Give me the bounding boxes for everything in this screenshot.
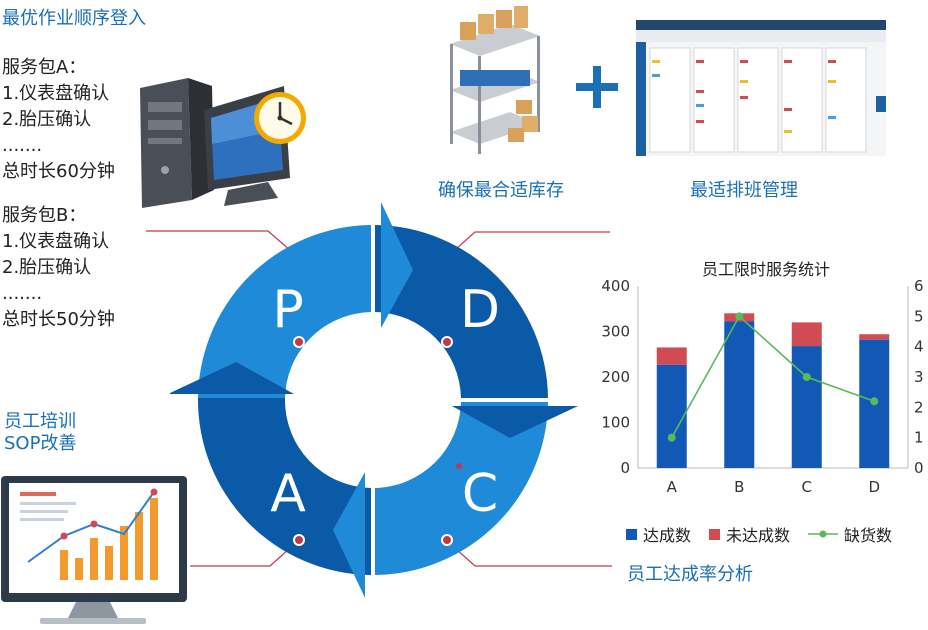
y2-tick-label: 6 [914, 277, 924, 295]
arrow-d-to-c [452, 406, 578, 438]
c-quadrant [375, 402, 548, 575]
shortage-point [735, 312, 744, 321]
legend-swatch-missed [709, 528, 721, 540]
package-a-line: 总时长60分钟 [2, 161, 115, 182]
package-b-line: 2.胎压确认 [2, 257, 92, 278]
pdca-cycle [170, 202, 578, 598]
arrow-p-to-d [381, 202, 413, 328]
legend-label-shortage: 缺货数 [844, 526, 893, 545]
inventory-shelf-icon [450, 6, 540, 154]
connector-dot-p [293, 336, 305, 348]
y2-tick-label: 4 [914, 338, 924, 356]
y-tick-label: 0 [620, 459, 630, 477]
connector-dot-c [441, 534, 453, 546]
package-a-line: 2.胎压确认 [2, 109, 92, 130]
arrow-a-to-p [170, 362, 294, 394]
schedule-board-icon [636, 20, 886, 156]
package-b-line: ....... [2, 283, 43, 304]
service-package-a: 服务包A： 1.仪表盘确认 2.胎压确认 ....... 总时长60分钟 [2, 55, 115, 185]
package-b-line: 总时长50分钟 [2, 309, 115, 330]
y2-tick-label: 1 [914, 429, 924, 447]
phase-d: D [459, 280, 501, 340]
connector-dot-center [456, 463, 462, 469]
shortage-point [667, 433, 676, 442]
legend-label-missed: 未达成数 [726, 526, 791, 545]
connector-dot-d [441, 336, 453, 348]
phase-p: P [272, 280, 304, 340]
bar-achieved [791, 346, 822, 468]
package-a-line: ....... [2, 135, 43, 156]
x-tick-label: A [667, 478, 678, 496]
arrow-c-to-a [333, 472, 365, 598]
shortage-point [870, 397, 879, 406]
x-tick-label: C [802, 478, 812, 496]
y-tick-label: 100 [601, 414, 630, 432]
inventory-caption: 确保最合适库存 [438, 180, 564, 201]
d-quadrant [375, 225, 548, 398]
y2-tick-label: 0 [914, 459, 924, 477]
chart-legend: 达成数 未达成数 缺货数 [626, 522, 892, 546]
training-caption: 员工培训 SOP改善 [4, 411, 76, 455]
legend-label-achieved: 达成数 [643, 526, 692, 545]
legend-swatch-achieved [626, 528, 637, 540]
shortage-point [802, 373, 811, 381]
bar-missed [791, 322, 822, 347]
package-b-line: 服务包B： [2, 205, 87, 226]
phase-a: A [270, 464, 306, 524]
y-tick-label: 300 [601, 323, 630, 341]
sequence-title: 最优作业顺序登入 [2, 8, 146, 29]
y2-tick-label: 5 [914, 307, 924, 325]
growth-monitor-icon [1, 476, 187, 624]
phase-c: C [461, 464, 499, 524]
bar-missed [859, 334, 890, 340]
package-a-line: 服务包A： [2, 57, 87, 78]
y2-tick-label: 3 [914, 368, 924, 386]
bar-missed [656, 347, 687, 365]
x-tick-label: B [734, 478, 744, 496]
plus-icon [576, 66, 618, 108]
shortage-line [671, 315, 875, 439]
legend-swatch-shortage [808, 530, 839, 538]
chart-canvas: 0 100 200 300 400 0 1 2 3 4 5 6A B C D [601, 277, 924, 496]
connector-dot-a [293, 534, 305, 546]
chart-title: 员工限时服务统计 [701, 260, 830, 279]
y2-tick-label: 2 [914, 398, 924, 416]
package-a-line: 1.仪表盘确认 [2, 83, 110, 104]
bar-achieved [656, 364, 687, 468]
x-tick-label: D [868, 478, 880, 496]
y-tick-label: 200 [601, 368, 630, 386]
computer-clock-icon [140, 78, 306, 208]
training-line: SOP改善 [4, 433, 77, 454]
bar-achieved [724, 321, 755, 468]
rate-analysis-caption: 员工达成率分析 [627, 564, 753, 585]
a-quadrant [197, 398, 371, 575]
training-line: 员工培训 [4, 411, 76, 432]
package-b-line: 1.仪表盘确认 [2, 231, 110, 252]
p-quadrant [197, 225, 371, 402]
service-package-b: 服务包B： 1.仪表盘确认 2.胎压确认 ....... 总时长50分钟 [2, 203, 115, 333]
schedule-caption: 最适排班管理 [690, 180, 798, 201]
y-tick-label: 400 [601, 277, 630, 295]
